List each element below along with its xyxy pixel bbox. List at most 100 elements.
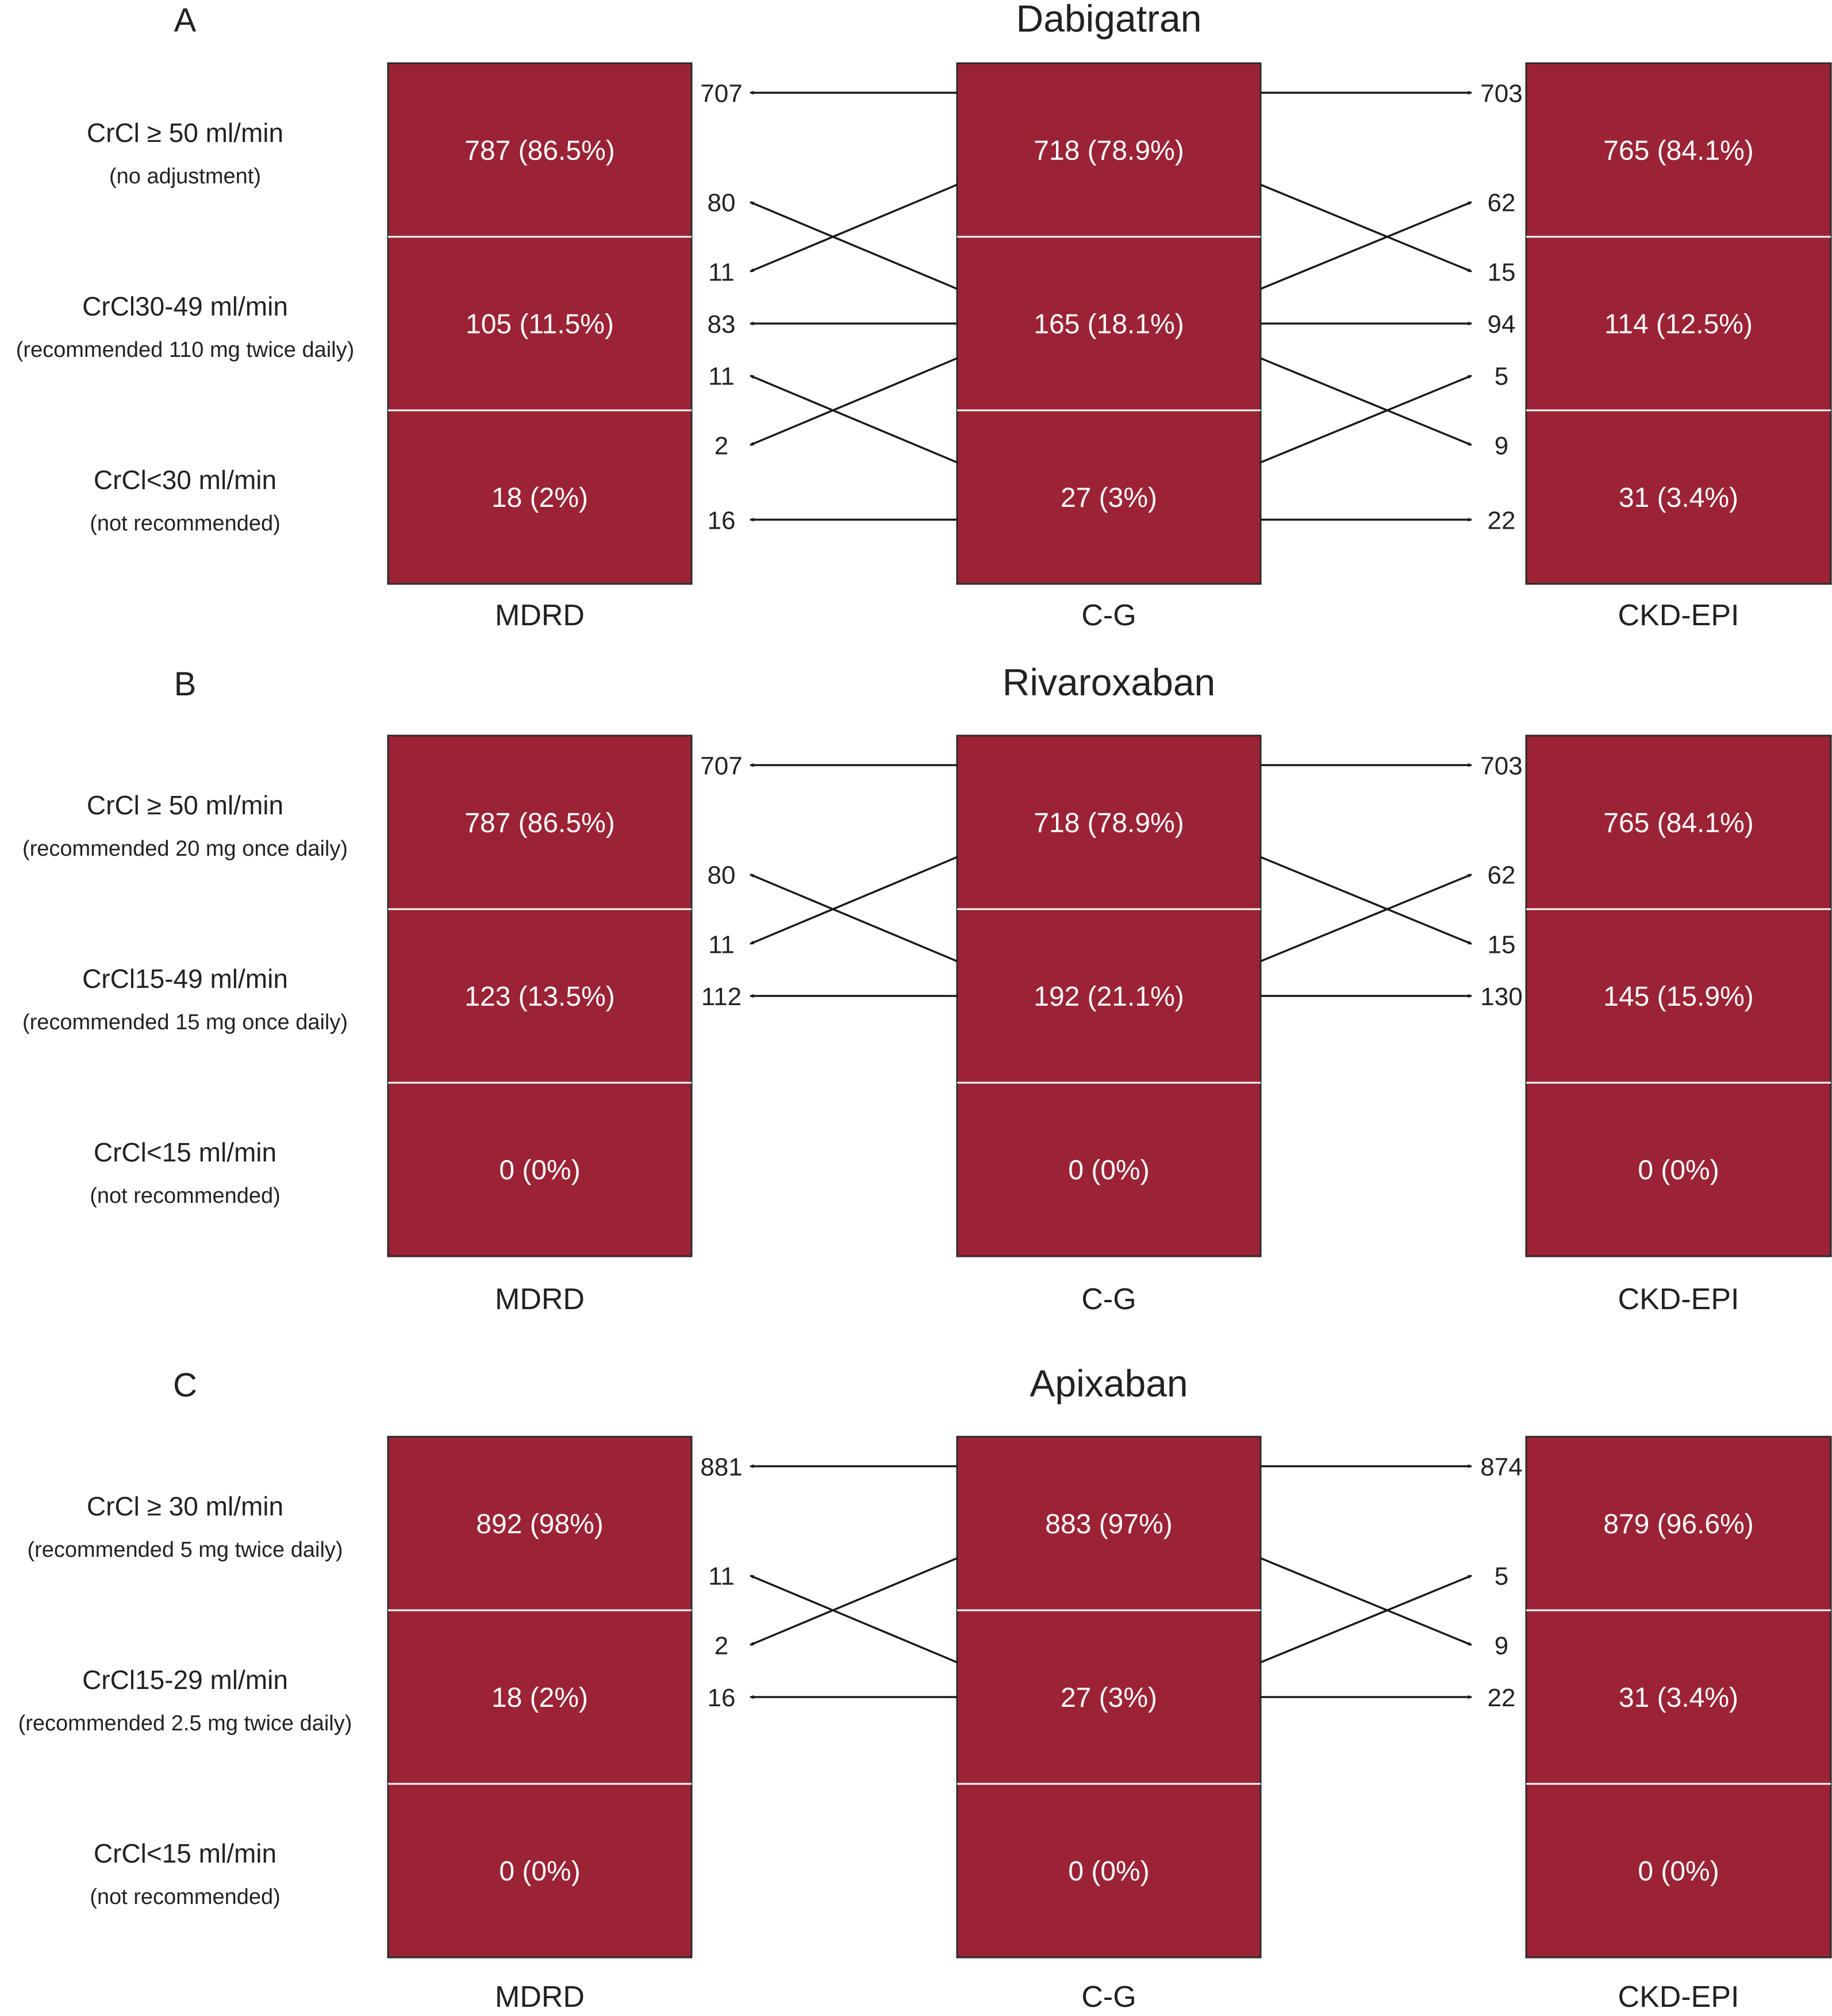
column-label: C-G [1081, 1283, 1136, 1316]
flow-count-right: 703 [1480, 752, 1522, 780]
flow-count-right: 15 [1488, 930, 1516, 959]
flow-count-left: 11 [708, 363, 735, 391]
row-label-main: CrCl<15 ml/min [94, 1838, 276, 1868]
column-box-c-g [956, 734, 1262, 1257]
cell-value: 165 (18.1%) [1034, 309, 1184, 340]
column-label: CKD-EPI [1618, 1980, 1739, 2014]
flow-count-right: 15 [1488, 258, 1516, 286]
row-label-main: CrCl<30 ml/min [94, 465, 276, 495]
flow-count-left: 881 [700, 1453, 742, 1481]
flow-count-right: 62 [1488, 189, 1516, 217]
row-label-main: CrCl ≥ 30 ml/min [87, 1491, 283, 1521]
cell-value: 718 (78.9%) [1034, 808, 1184, 838]
column-label: C-G [1081, 599, 1136, 632]
flow-count-right: 130 [1480, 983, 1522, 1011]
cell-value: 0 (0%) [1068, 1155, 1149, 1186]
row-label-main: CrCl15-29 ml/min [82, 1665, 288, 1695]
cell-value: 31 (3.4%) [1619, 1683, 1738, 1713]
cell-value: 27 (3%) [1061, 483, 1157, 513]
cell-value: 31 (3.4%) [1619, 483, 1738, 513]
cell-value: 114 (12.5%) [1604, 309, 1753, 340]
flow-count-right: 9 [1495, 432, 1508, 460]
flow-count-right: 5 [1495, 1563, 1508, 1591]
flow-count-left: 16 [708, 506, 736, 534]
panel-letter: B [174, 665, 197, 703]
flow-count-left: 707 [700, 752, 742, 780]
flow-arrow-right [1260, 1557, 1472, 1646]
column-label: MDRD [495, 1980, 585, 2014]
cell-value: 765 (84.1%) [1603, 808, 1754, 838]
flow-count-left: 11 [708, 930, 735, 959]
flow-count-left: 11 [708, 1563, 735, 1591]
flow-count-left: 11 [708, 258, 735, 286]
column-box-c-g [956, 1436, 1262, 1959]
cell-value: 105 (11.5%) [466, 309, 614, 340]
flow-arrow-left [750, 1557, 958, 1646]
row-label-sub: (not recommended) [90, 1885, 281, 1909]
flow-arrow-left [750, 201, 958, 290]
flow-arrow-right [1260, 183, 1472, 273]
cell-value: 0 (0%) [499, 1856, 580, 1887]
row-label-sub: (recommended 5 mg twice daily) [27, 1538, 343, 1562]
flow-count-right: 22 [1488, 506, 1516, 534]
cell-value: 879 (96.6%) [1603, 1509, 1754, 1540]
column-label: MDRD [495, 599, 585, 632]
panel-letter: C [173, 1367, 197, 1404]
column-label: CKD-EPI [1618, 1283, 1739, 1316]
cell-value: 892 (98%) [476, 1509, 603, 1540]
cell-value: 0 (0%) [1638, 1155, 1719, 1186]
row-label-sub: (recommended 15 mg once daily) [22, 1010, 348, 1034]
column-box-ckd-epi [1525, 62, 1832, 585]
panel-title: Rivaroxaban [1003, 661, 1216, 703]
flow-arrow-left [750, 1574, 958, 1664]
flow-arrow-right [1260, 873, 1472, 963]
flow-count-right: 874 [1480, 1453, 1522, 1481]
column-box-c-g [956, 62, 1262, 585]
cell-value: 718 (78.9%) [1034, 136, 1184, 166]
flow-count-left: 83 [708, 310, 736, 338]
cell-value: 145 (15.9%) [1603, 982, 1754, 1012]
row-label-sub: (recommended 110 mg twice daily) [16, 338, 355, 362]
column-label: CKD-EPI [1618, 599, 1739, 632]
column-box-ckd-epi [1525, 734, 1832, 1257]
flow-count-right: 9 [1495, 1632, 1508, 1660]
row-label-sub: (recommended 2.5 mg twice daily) [18, 1711, 352, 1736]
flow-count-left: 2 [715, 1632, 728, 1660]
cell-value: 27 (3%) [1061, 1683, 1157, 1713]
flow-arrow-left [750, 856, 958, 945]
flow-arrow-right [1260, 374, 1472, 464]
flow-arrow-right [1260, 856, 1472, 945]
cell-value: 0 (0%) [1068, 1856, 1149, 1887]
flow-arrow-left [750, 873, 958, 963]
flow-count-left: 112 [701, 983, 742, 1011]
panel-title: Apixaban [1030, 1362, 1188, 1405]
row-label-sub: (no adjustment) [109, 164, 261, 188]
row-label-sub: (recommended 20 mg once daily) [22, 837, 348, 861]
flow-count-left: 16 [708, 1684, 736, 1712]
column-box-mdrd [387, 1436, 693, 1959]
flow-arrow-right [1260, 1574, 1472, 1664]
cell-value: 0 (0%) [499, 1155, 580, 1186]
row-label-main: CrCl30-49 ml/min [82, 291, 288, 321]
flow-count-left: 80 [708, 189, 736, 217]
row-label-sub: (not recommended) [90, 511, 281, 536]
column-label: C-G [1081, 1980, 1136, 2014]
row-label-main: CrCl<15 ml/min [94, 1137, 276, 1167]
flow-count-left: 80 [708, 861, 736, 890]
flow-count-right: 703 [1480, 79, 1522, 107]
row-label-sub: (not recommended) [90, 1184, 281, 1208]
cell-value: 18 (2%) [491, 1683, 588, 1713]
column-box-ckd-epi [1525, 1436, 1832, 1959]
cell-value: 765 (84.1%) [1603, 136, 1754, 166]
flow-count-right: 22 [1488, 1684, 1516, 1712]
flow-arrow-left [750, 357, 958, 447]
flow-count-right: 94 [1488, 310, 1516, 338]
cell-value: 18 (2%) [491, 483, 588, 513]
row-label-main: CrCl ≥ 50 ml/min [87, 790, 283, 820]
row-label-main: CrCl15-49 ml/min [82, 964, 288, 994]
cell-value: 0 (0%) [1638, 1856, 1719, 1887]
flow-arrow-right [1260, 201, 1472, 290]
